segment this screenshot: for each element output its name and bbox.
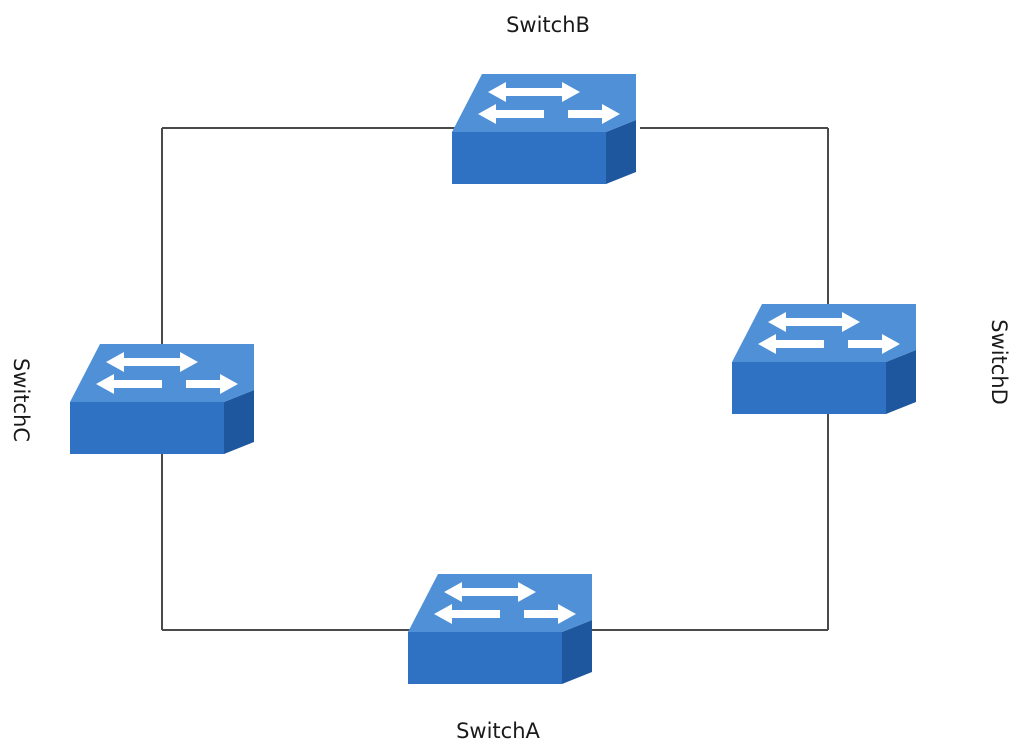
switch-a-icon[interactable] [408,574,592,684]
switch-d-icon[interactable] [732,304,916,414]
switch-d-label: SwitchD [987,319,1011,405]
switch-a-label: SwitchA [456,719,540,743]
switch-c-icon[interactable] [70,344,254,454]
switch-b-icon[interactable] [452,74,636,184]
ring-links [161,127,829,631]
switch-b-label: SwitchB [506,13,590,37]
switch-c-label: SwitchC [9,358,33,442]
